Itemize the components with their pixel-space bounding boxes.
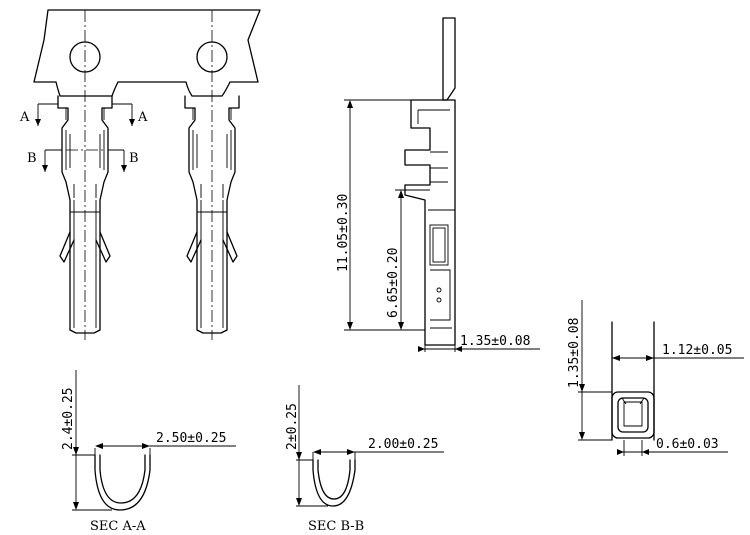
side-dim-lines — [344, 99, 540, 352]
end-view-box — [578, 300, 744, 456]
dim-sec-a-width: 2.50±0.25 — [156, 431, 226, 446]
section-label-b-left: B — [27, 151, 37, 166]
section-label-a-left: A — [19, 110, 30, 125]
section-title-b: SEC B-B — [308, 519, 364, 534]
dim-end-height: 1.35±0.08 — [567, 318, 582, 388]
section-a-a — [72, 370, 236, 511]
dim-side-lower-height: 6.65±0.20 — [386, 248, 401, 318]
section-label-a-right: A — [137, 110, 148, 125]
dim-sec-b-width: 2.00±0.25 — [368, 437, 438, 452]
section-label-b-right: B — [129, 151, 139, 166]
dim-end-inner: 0.6±0.03 — [656, 437, 719, 452]
carrier-strip — [33, 9, 261, 97]
section-mark-b — [42, 149, 127, 172]
section-mark-a — [35, 103, 135, 126]
dim-end-width: 1.12±0.05 — [662, 343, 732, 358]
section-b-b — [296, 385, 444, 507]
dim-side-total-height: 11.05±0.30 — [336, 194, 351, 272]
dim-side-width: 1.35±0.08 — [460, 334, 530, 349]
terminal-side-view — [404, 17, 456, 346]
section-title-a: SEC A-A — [90, 519, 146, 534]
dim-sec-a-height: 2.4±0.25 — [61, 387, 76, 450]
dim-sec-b-height: 2±0.25 — [285, 403, 300, 450]
terminal-front-right — [184, 95, 240, 334]
terminal-front-left — [57, 95, 113, 334]
